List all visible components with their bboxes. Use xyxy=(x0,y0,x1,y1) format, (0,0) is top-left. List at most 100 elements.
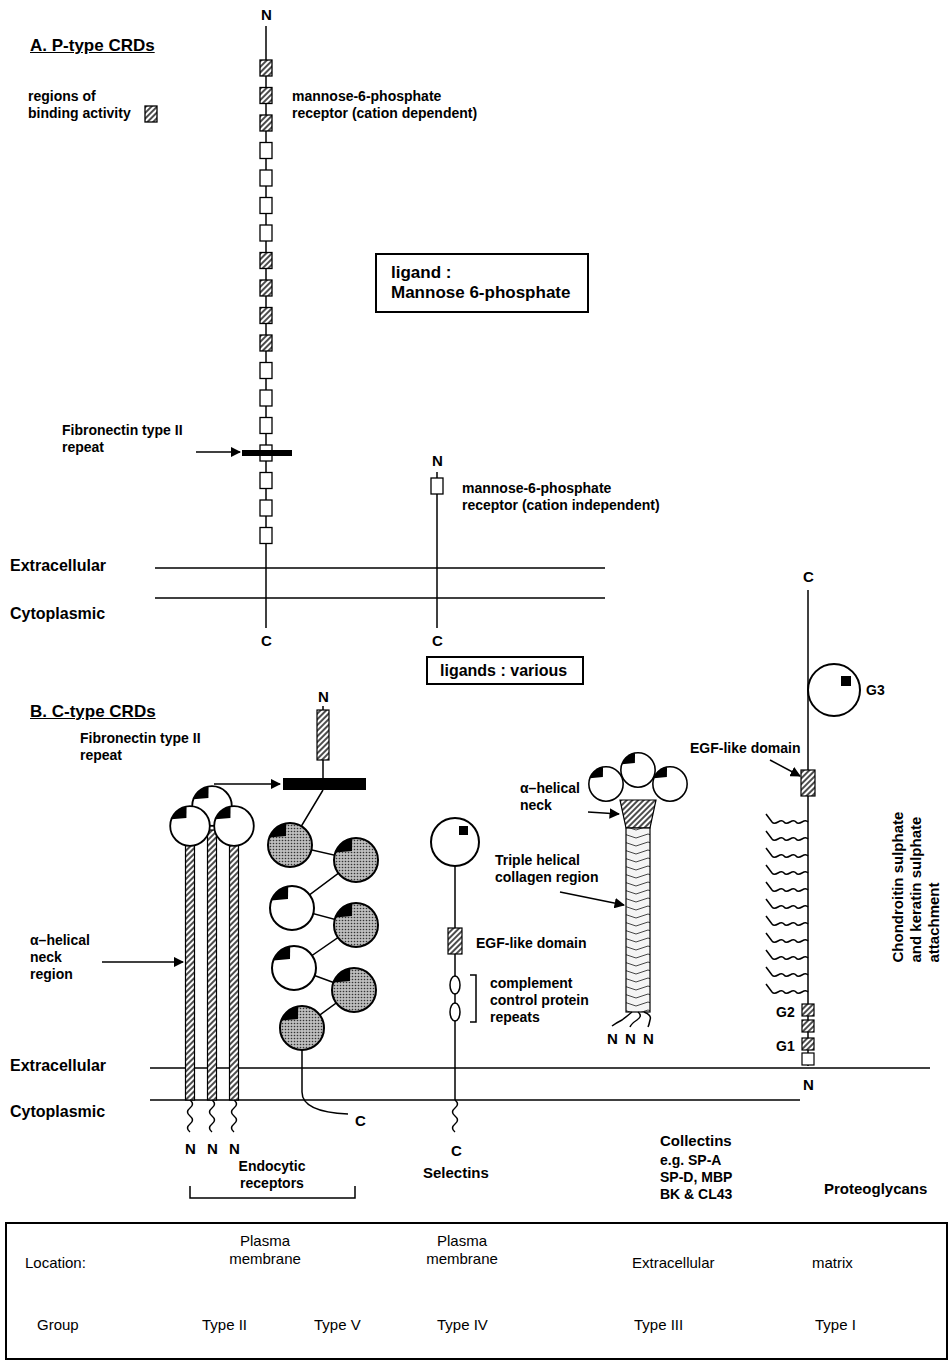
legend-swatch xyxy=(145,106,157,122)
type-two-receptor xyxy=(170,806,210,846)
membrane-side: Extracellular xyxy=(10,1056,106,1075)
type-two-receptor xyxy=(188,1100,237,1132)
terminus-letter: N xyxy=(185,1140,196,1158)
domain-label: EGF-like domain xyxy=(476,935,586,952)
collectin xyxy=(644,1012,650,1027)
domain-label: G1 xyxy=(776,1038,795,1055)
collectin xyxy=(620,800,656,828)
type-two-receptor xyxy=(208,830,217,1100)
terminus-letter: N xyxy=(229,1140,240,1158)
domain-label: Endocytic receptors xyxy=(227,1158,317,1192)
collectin xyxy=(612,1012,650,1027)
table-cell: Plasma membrane xyxy=(220,1232,310,1268)
family-name: Proteoglycans xyxy=(824,1180,927,1198)
selectin xyxy=(448,928,462,954)
cation-independent-receptor xyxy=(431,472,443,628)
box-text: ligand : xyxy=(391,263,573,283)
leader-arrows xyxy=(588,812,619,814)
proteoglycan xyxy=(802,1004,814,1016)
cation-dependent-receptor xyxy=(260,335,272,351)
domain-label: G3 xyxy=(866,682,885,699)
terminus-letter: C xyxy=(451,1142,462,1160)
table-cell: Type IV xyxy=(437,1316,488,1334)
domain-label: α–helical neck xyxy=(520,780,590,814)
proteoglycan xyxy=(766,899,808,908)
domain-label: Fibronectin type II repeat xyxy=(62,422,192,456)
terminus-letter: N xyxy=(261,6,272,24)
selectin xyxy=(431,818,479,866)
terminus-letter: C xyxy=(261,632,272,650)
cation-dependent-receptor xyxy=(260,528,272,544)
membrane-side: Extracellular xyxy=(10,556,106,575)
cation-dependent-receptor xyxy=(242,26,292,628)
type-two-receptor xyxy=(214,806,254,846)
summary-table: Location:Plasma membranePlasma membraneE… xyxy=(5,1222,948,1360)
terminus-letter: N xyxy=(607,1030,618,1048)
terminus-letter: C xyxy=(803,568,814,586)
table-cell: Group xyxy=(37,1316,79,1334)
collectin xyxy=(612,1012,632,1026)
type-five-receptor xyxy=(302,1050,348,1114)
selectin xyxy=(470,975,476,1022)
terminus-letter: N xyxy=(625,1030,636,1048)
selectin xyxy=(431,818,479,1132)
domain-label: mannose-6-phosphate receptor (cation dep… xyxy=(292,88,490,122)
table-cell: Type I xyxy=(815,1316,856,1334)
membrane-side: Cytoplasmic xyxy=(10,604,105,623)
membrane-lines xyxy=(155,567,605,569)
section-heading: A. P-type CRDs xyxy=(30,36,155,56)
cation-dependent-receptor xyxy=(242,450,292,456)
proteoglycan xyxy=(808,664,860,716)
type-five-receptor xyxy=(280,1006,324,1050)
proteoglycan xyxy=(801,770,815,796)
ligand-box: ligand :Mannose 6-phosphate xyxy=(375,253,589,313)
cation-dependent-receptor xyxy=(260,198,272,214)
proteoglycan xyxy=(841,676,851,686)
cation-dependent-receptor xyxy=(260,308,272,324)
terminus-letter: C xyxy=(355,1112,366,1130)
leader-arrows xyxy=(196,451,240,453)
type-five-receptor xyxy=(317,710,329,760)
terminus-letter: N xyxy=(643,1030,654,1048)
type-five-receptor xyxy=(272,946,316,990)
leader-arrows xyxy=(770,760,800,776)
cation-dependent-receptor xyxy=(260,60,272,76)
leader-arrows xyxy=(560,892,624,905)
domain-label: α–helical neck region xyxy=(30,932,100,983)
cation-dependent-receptor xyxy=(260,143,272,159)
cation-dependent-receptor xyxy=(260,115,272,131)
type-two-receptor xyxy=(170,786,254,1132)
box-text: ligands : various xyxy=(440,661,570,680)
proteoglycan xyxy=(802,1053,814,1065)
terminus-letter: N xyxy=(432,452,443,470)
domain-label: Triple helical collagen region xyxy=(495,852,603,886)
membrane-side: Cytoplasmic xyxy=(10,1102,105,1121)
proteoglycan xyxy=(766,984,808,993)
table-cell: matrix xyxy=(812,1254,853,1272)
proteoglycan xyxy=(766,916,808,925)
domain-label: Fibronectin type II repeat xyxy=(80,730,210,764)
terminus-letter: N xyxy=(207,1140,218,1158)
terminus-letter: N xyxy=(803,1076,814,1094)
proteoglycan xyxy=(766,865,808,874)
leader-arrows xyxy=(102,452,800,962)
type-five-receptor xyxy=(270,886,314,930)
proteoglycan xyxy=(807,590,809,1066)
cation-dependent-receptor xyxy=(260,280,272,296)
legend-swatch xyxy=(145,106,157,122)
type-two-receptor xyxy=(188,1100,193,1132)
selectin xyxy=(450,1003,460,1021)
type-five-receptor xyxy=(334,838,378,882)
domain-label: G2 xyxy=(776,1004,795,1021)
section-heading: B. C-type CRDs xyxy=(30,702,156,722)
type-five-receptor xyxy=(283,778,366,790)
domain-label: complement control protein repeats xyxy=(490,975,610,1026)
leader-arrows xyxy=(102,961,183,963)
membrane-lines xyxy=(155,597,605,599)
domain-label: mannose-6-phosphate receptor (cation ind… xyxy=(462,480,666,514)
collectin xyxy=(589,767,623,801)
proteoglycan xyxy=(766,831,808,840)
proteoglycan xyxy=(766,882,808,891)
collectin xyxy=(630,1012,640,1027)
table-cell: Type III xyxy=(634,1316,683,1334)
